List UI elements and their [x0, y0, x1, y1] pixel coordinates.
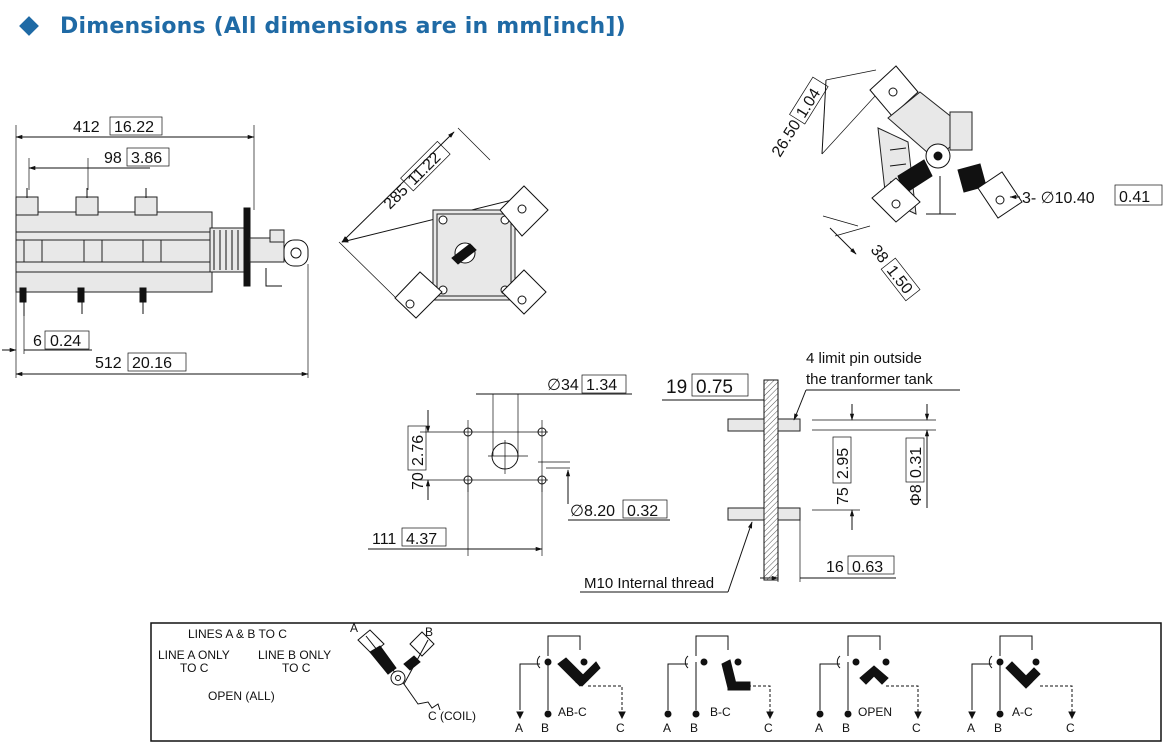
dim-26-50-inch: 1.04 — [793, 86, 824, 122]
pin-view: 19 0.75 4 limit pin outside the tranform… — [580, 350, 960, 593]
pos4-label: A-C — [1012, 705, 1033, 719]
dim-412-inch: 16.22 — [114, 119, 154, 136]
switch-side-assembly — [15, 188, 309, 316]
dim-16-inch: 0.63 — [852, 559, 883, 576]
legend-line-b-only: LINE B ONLY — [258, 648, 331, 662]
dim-26-50-mm: 26.50 — [769, 117, 805, 160]
pos1-term-a: A — [515, 721, 523, 735]
position-open: A B C OPEN — [815, 635, 922, 735]
switch-front-assembly — [394, 185, 549, 319]
dim-111-inch: 4.37 — [406, 531, 437, 548]
dim-70-inch: 2.76 — [410, 435, 427, 466]
dim-38-inch: 1.50 — [883, 262, 916, 297]
pos2-label: B-C — [710, 705, 731, 719]
schematic-label-a: A — [350, 621, 358, 635]
dim-hole-mm: 3- ∅10.40 — [1022, 190, 1095, 207]
limit-pin-note-line1: 4 limit pin outside — [806, 350, 922, 367]
dim-285-mm: 285 — [381, 182, 412, 213]
position-ab-c: A B C AB-C — [515, 635, 626, 735]
dim-70-mm: 70 — [410, 472, 427, 490]
schematic-label-coil: C (COIL) — [428, 709, 476, 723]
dim-98-mm: 98 — [104, 150, 122, 167]
iso-view: 26.50 1.04 3- ∅10.40 0.41 — [769, 65, 1163, 302]
dim-8-20-mm: ∅8.20 — [570, 503, 615, 520]
dim-512-inch: 20.16 — [132, 355, 172, 372]
thread-note: M10 Internal thread — [584, 575, 714, 592]
dim-6-inch: 0.24 — [50, 333, 81, 350]
limit-pin-note-line2: the tranformer tank — [806, 371, 933, 388]
pos2-term-b: B — [690, 721, 698, 735]
dim-34-mm: ∅34 — [547, 377, 579, 394]
dim-512-mm: 512 — [95, 355, 122, 372]
dim-phi8-mm: Φ8 — [908, 484, 925, 506]
front-view: 285 11.22 — [338, 127, 549, 319]
pos4-term-b: B — [994, 721, 1002, 735]
dim-38-mm: 38 — [867, 242, 891, 267]
pos1-label: AB-C — [558, 705, 587, 719]
legend-open-all: OPEN (ALL) — [208, 689, 275, 703]
switch-iso-assembly — [869, 65, 1023, 223]
dim-6-mm: 6 — [33, 333, 42, 350]
legend-to-c-1: TO C — [180, 661, 209, 675]
schematic-label-b: B — [425, 625, 433, 639]
dim-285-inch: 11.22 — [405, 149, 445, 189]
dim-111-mm: 111 — [372, 531, 396, 548]
pos3-label: OPEN — [858, 705, 892, 719]
switching-legend: LINES A & B TO C LINE A ONLY TO C LINE B… — [150, 621, 1162, 742]
pos3-term-b: B — [842, 721, 850, 735]
position-a-c: A B C A-C — [967, 635, 1076, 735]
legend-lines-ab-to-c: LINES A & B TO C — [188, 627, 287, 641]
dim-34-inch: 1.34 — [586, 377, 617, 394]
side-view: 412 16.22 98 3.86 — [2, 116, 309, 378]
switch-schematic-icon: A B C (COIL) — [350, 621, 476, 723]
position-b-c: A B C B-C — [663, 635, 774, 735]
page-title: Dimensions (All dimensions are in mm[inc… — [60, 13, 626, 39]
dim-8-20-inch: 0.32 — [627, 503, 658, 520]
dim-hole-inch: 0.41 — [1119, 189, 1150, 206]
header: Dimensions (All dimensions are in mm[inc… — [19, 8, 626, 44]
pos3-term-c: C — [912, 721, 921, 735]
dim-98-inch: 3.86 — [131, 150, 162, 167]
dim-75-mm: 75 — [835, 487, 852, 505]
pos1-term-c: C — [616, 721, 625, 735]
dim-412-mm: 412 — [73, 119, 100, 136]
pos4-term-a: A — [967, 721, 975, 735]
pos2-term-a: A — [663, 721, 671, 735]
dim-19-inch: 0.75 — [696, 377, 733, 398]
pos2-term-c: C — [764, 721, 773, 735]
dim-phi8-inch: 0.31 — [908, 447, 925, 478]
legend-to-c-2: TO C — [282, 661, 311, 675]
mount-plan-view: ∅34 1.34 70 2.76 ∅8.20 0.32 111 4.37 — [368, 374, 670, 556]
pos3-term-a: A — [815, 721, 823, 735]
pos1-term-b: B — [541, 721, 549, 735]
dim-16-mm: 16 — [826, 559, 844, 576]
legend-line-a-only: LINE A ONLY — [158, 648, 230, 662]
dim-19-mm: 19 — [666, 377, 687, 398]
pos4-term-c: C — [1066, 721, 1075, 735]
dim-75-inch: 2.95 — [835, 448, 852, 479]
